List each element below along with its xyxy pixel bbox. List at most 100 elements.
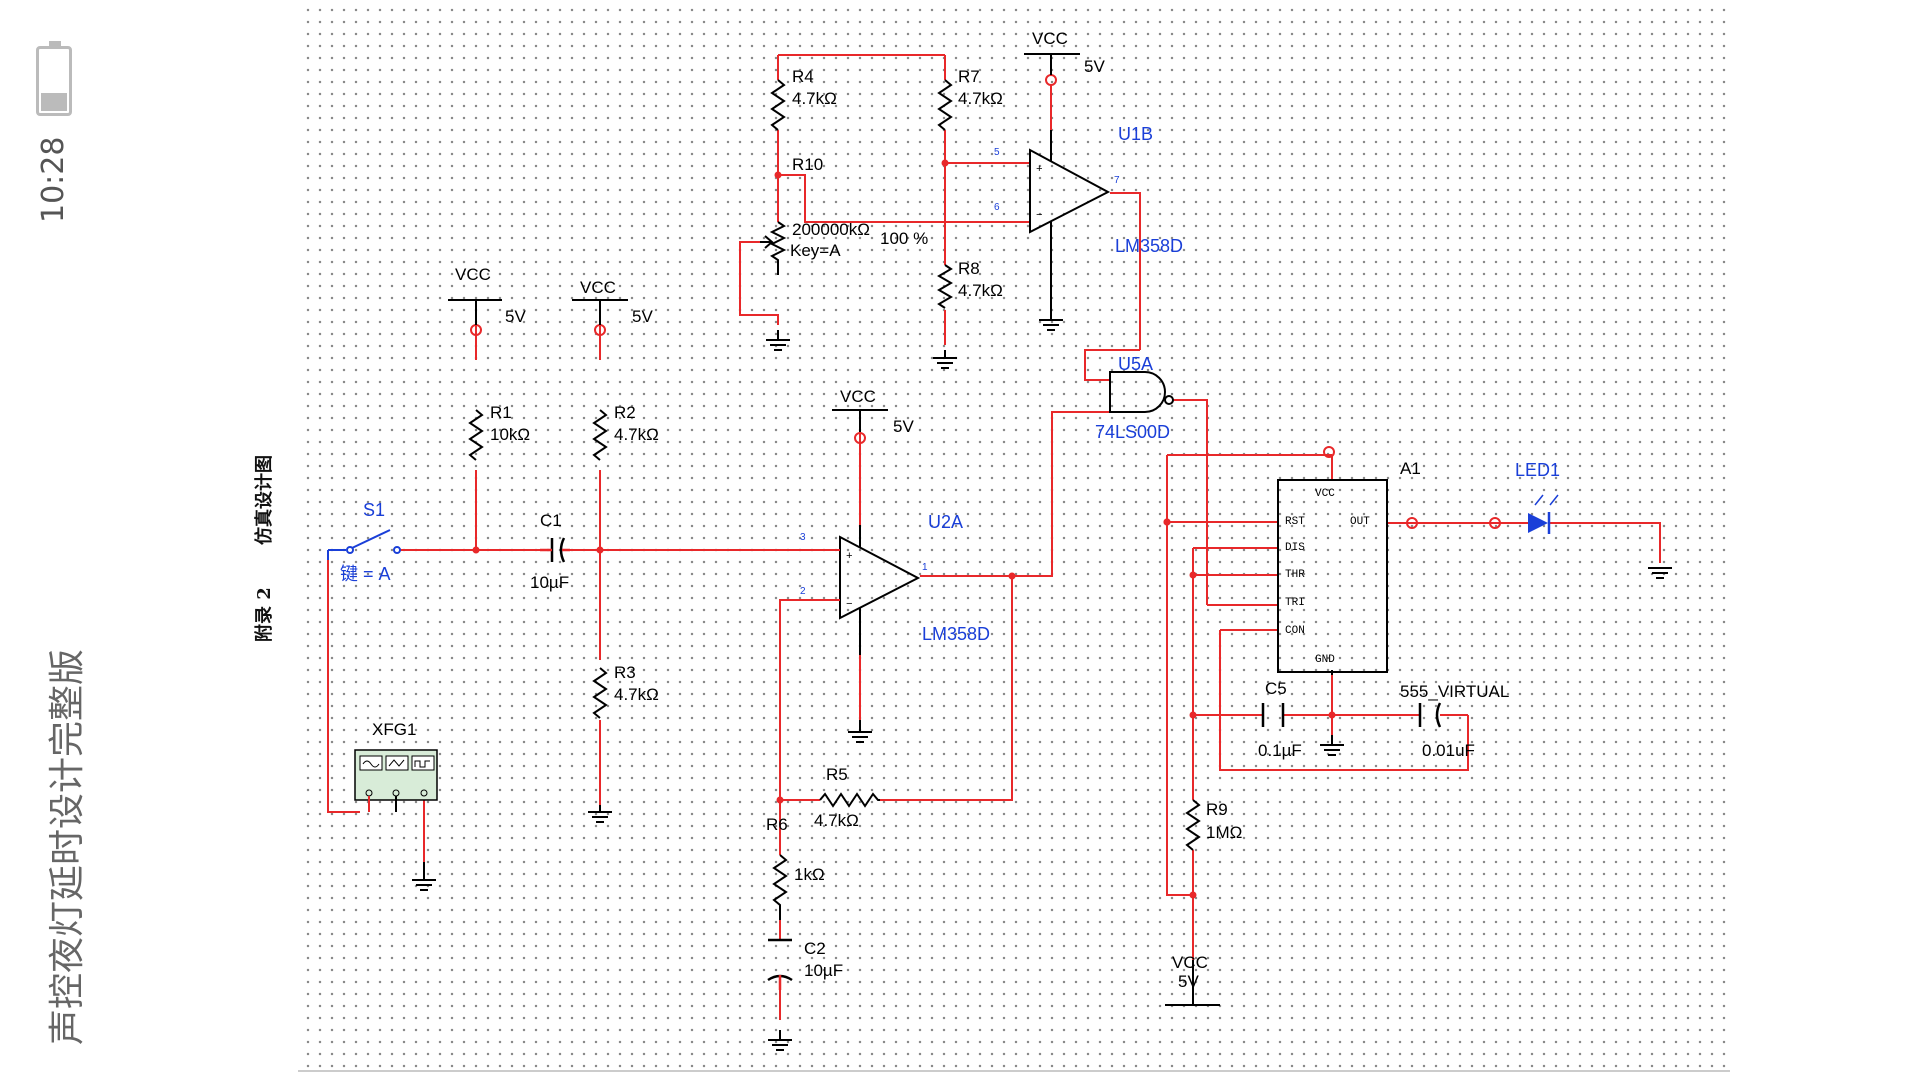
5v-label: 5V — [1084, 57, 1105, 76]
junctions — [472, 159, 1336, 899]
switch-s1 — [327, 529, 401, 560]
r10-value: 200000kΩ — [792, 220, 870, 239]
5v-label: 5V — [632, 307, 653, 326]
svg-text:−: − — [846, 599, 853, 611]
svg-text:1: 1 — [922, 562, 928, 573]
r4-ref: R4 — [792, 67, 814, 86]
r10-symbol — [769, 221, 787, 275]
c4-value: 0.01uF — [1422, 741, 1475, 760]
r4-symbol — [770, 79, 786, 131]
sheet-bottom-border — [298, 1070, 1730, 1072]
pin-gnd: GND — [1315, 654, 1335, 666]
vcc-label: VCC — [840, 387, 876, 406]
r1-ref: R1 — [490, 403, 512, 422]
u1b-part: LM358D — [1115, 236, 1183, 256]
r3-value: 4.7kΩ — [614, 685, 659, 704]
c1-plate-curved — [559, 537, 566, 563]
c1-value: 10µF — [530, 573, 569, 592]
u5a-part: 74LS00D — [1095, 422, 1170, 442]
pin-rst: RST — [1285, 516, 1305, 528]
vcc-label: VCC — [1032, 29, 1068, 48]
u1b-triangle — [1029, 148, 1111, 234]
r5-symbol — [819, 792, 880, 808]
r8-value: 4.7kΩ — [958, 281, 1003, 300]
r3-symbol — [592, 667, 608, 719]
r3-ref: R3 — [614, 663, 636, 682]
r1-symbol — [468, 409, 484, 461]
svg-text:6: 6 — [994, 202, 1000, 213]
svg-text:3: 3 — [800, 532, 806, 543]
u2a-ref: U2A — [928, 512, 963, 532]
r2-value: 4.7kΩ — [614, 425, 659, 444]
resistor-symbols — [468, 79, 1201, 920]
r4-value: 4.7kΩ — [792, 89, 837, 108]
nand-gate — [1109, 371, 1174, 413]
vcc-label: VCC — [1172, 953, 1208, 972]
a1-ref: A1 — [1400, 459, 1421, 478]
5v-label: 5V — [505, 307, 526, 326]
vcc-label: VCC — [455, 265, 491, 284]
r7-ref: R7 — [958, 67, 980, 86]
pin-dis: DIS — [1285, 542, 1305, 554]
ground-stubs — [423, 310, 1333, 1040]
5v-label: 5V — [893, 417, 914, 436]
c2-value: 10µF — [804, 961, 843, 980]
timer-555: VCC RST DIS THR TRI CON GND OUT — [1277, 479, 1388, 675]
c1-ref: C1 — [540, 511, 562, 530]
u2a-part: LM358D — [922, 624, 990, 644]
svg-text:+: + — [846, 551, 853, 563]
r6-value: 1kΩ — [794, 865, 825, 884]
wires — [327, 54, 1661, 1020]
schematic-sheet — [298, 0, 1730, 1072]
r6-ref: R6 — [766, 815, 788, 834]
vcc-symbols — [448, 53, 1220, 1006]
r10-percent: 100 % — [880, 229, 928, 248]
svg-text:−: − — [1036, 210, 1043, 222]
svg-text:+: + — [1036, 164, 1043, 176]
r10-ref: R10 — [792, 155, 823, 174]
r7-symbol — [937, 79, 953, 131]
c5-value: 0.1µF — [1258, 741, 1302, 760]
r9-value: 1MΩ — [1206, 823, 1242, 842]
r2-symbol — [592, 409, 608, 461]
vcc-labels: VCC 5V VCC 5V VCC 5V VCC 5V VCC 5V — [455, 29, 1208, 991]
r10-key: Key=A — [790, 241, 841, 260]
xfg1-ref: XFG1 — [372, 720, 416, 739]
led-symbol — [1528, 494, 1559, 534]
r10-wiper — [760, 235, 774, 249]
r5-ref: R5 — [826, 765, 848, 784]
s1-key: 键 = A — [340, 564, 391, 584]
r8-ref: R8 — [958, 259, 980, 278]
vcc-label: VCC — [580, 278, 616, 297]
r8-symbol — [937, 264, 953, 309]
r5-value: 4.7kΩ — [814, 811, 859, 830]
svg-text:5: 5 — [994, 147, 1000, 158]
u1b-ref: U1B — [1118, 124, 1153, 144]
svg-text:7: 7 — [1114, 175, 1120, 186]
c2-ref: C2 — [804, 939, 826, 958]
led1-ref: LED1 — [1515, 460, 1560, 480]
pin-vcc: VCC — [1315, 488, 1335, 500]
pin-out: OUT — [1350, 516, 1370, 528]
pin-tri: TRI — [1285, 597, 1305, 609]
opamp-symbols — [810, 130, 1111, 655]
r9-symbol — [1185, 799, 1201, 851]
capacitor-symbols — [540, 537, 1442, 990]
pin-thr: THR — [1285, 569, 1305, 581]
function-generator — [354, 749, 438, 812]
r7-value: 4.7kΩ — [958, 89, 1003, 108]
opamp-pin-marks: +− +− 321 567 — [800, 147, 1120, 611]
status-bar: 10:28 声控夜灯延时设计完整版 — [0, 0, 105, 1080]
u5a-ref: U5A — [1118, 354, 1153, 374]
pin-con: CON — [1285, 625, 1305, 637]
r1-value: 10kΩ — [490, 425, 530, 444]
r9-ref: R9 — [1206, 800, 1228, 819]
r2-ref: R2 — [614, 403, 636, 422]
component-labels: R1 10kΩ R2 4.7kΩ R3 4.7kΩ R4 4.7kΩ R7 4.… — [340, 67, 1560, 980]
5v-label: 5V — [1178, 972, 1199, 991]
probe-circles — [470, 74, 1501, 529]
u2a-triangle — [839, 535, 921, 620]
r6-symbol — [772, 854, 788, 920]
battery-icon — [36, 41, 72, 116]
